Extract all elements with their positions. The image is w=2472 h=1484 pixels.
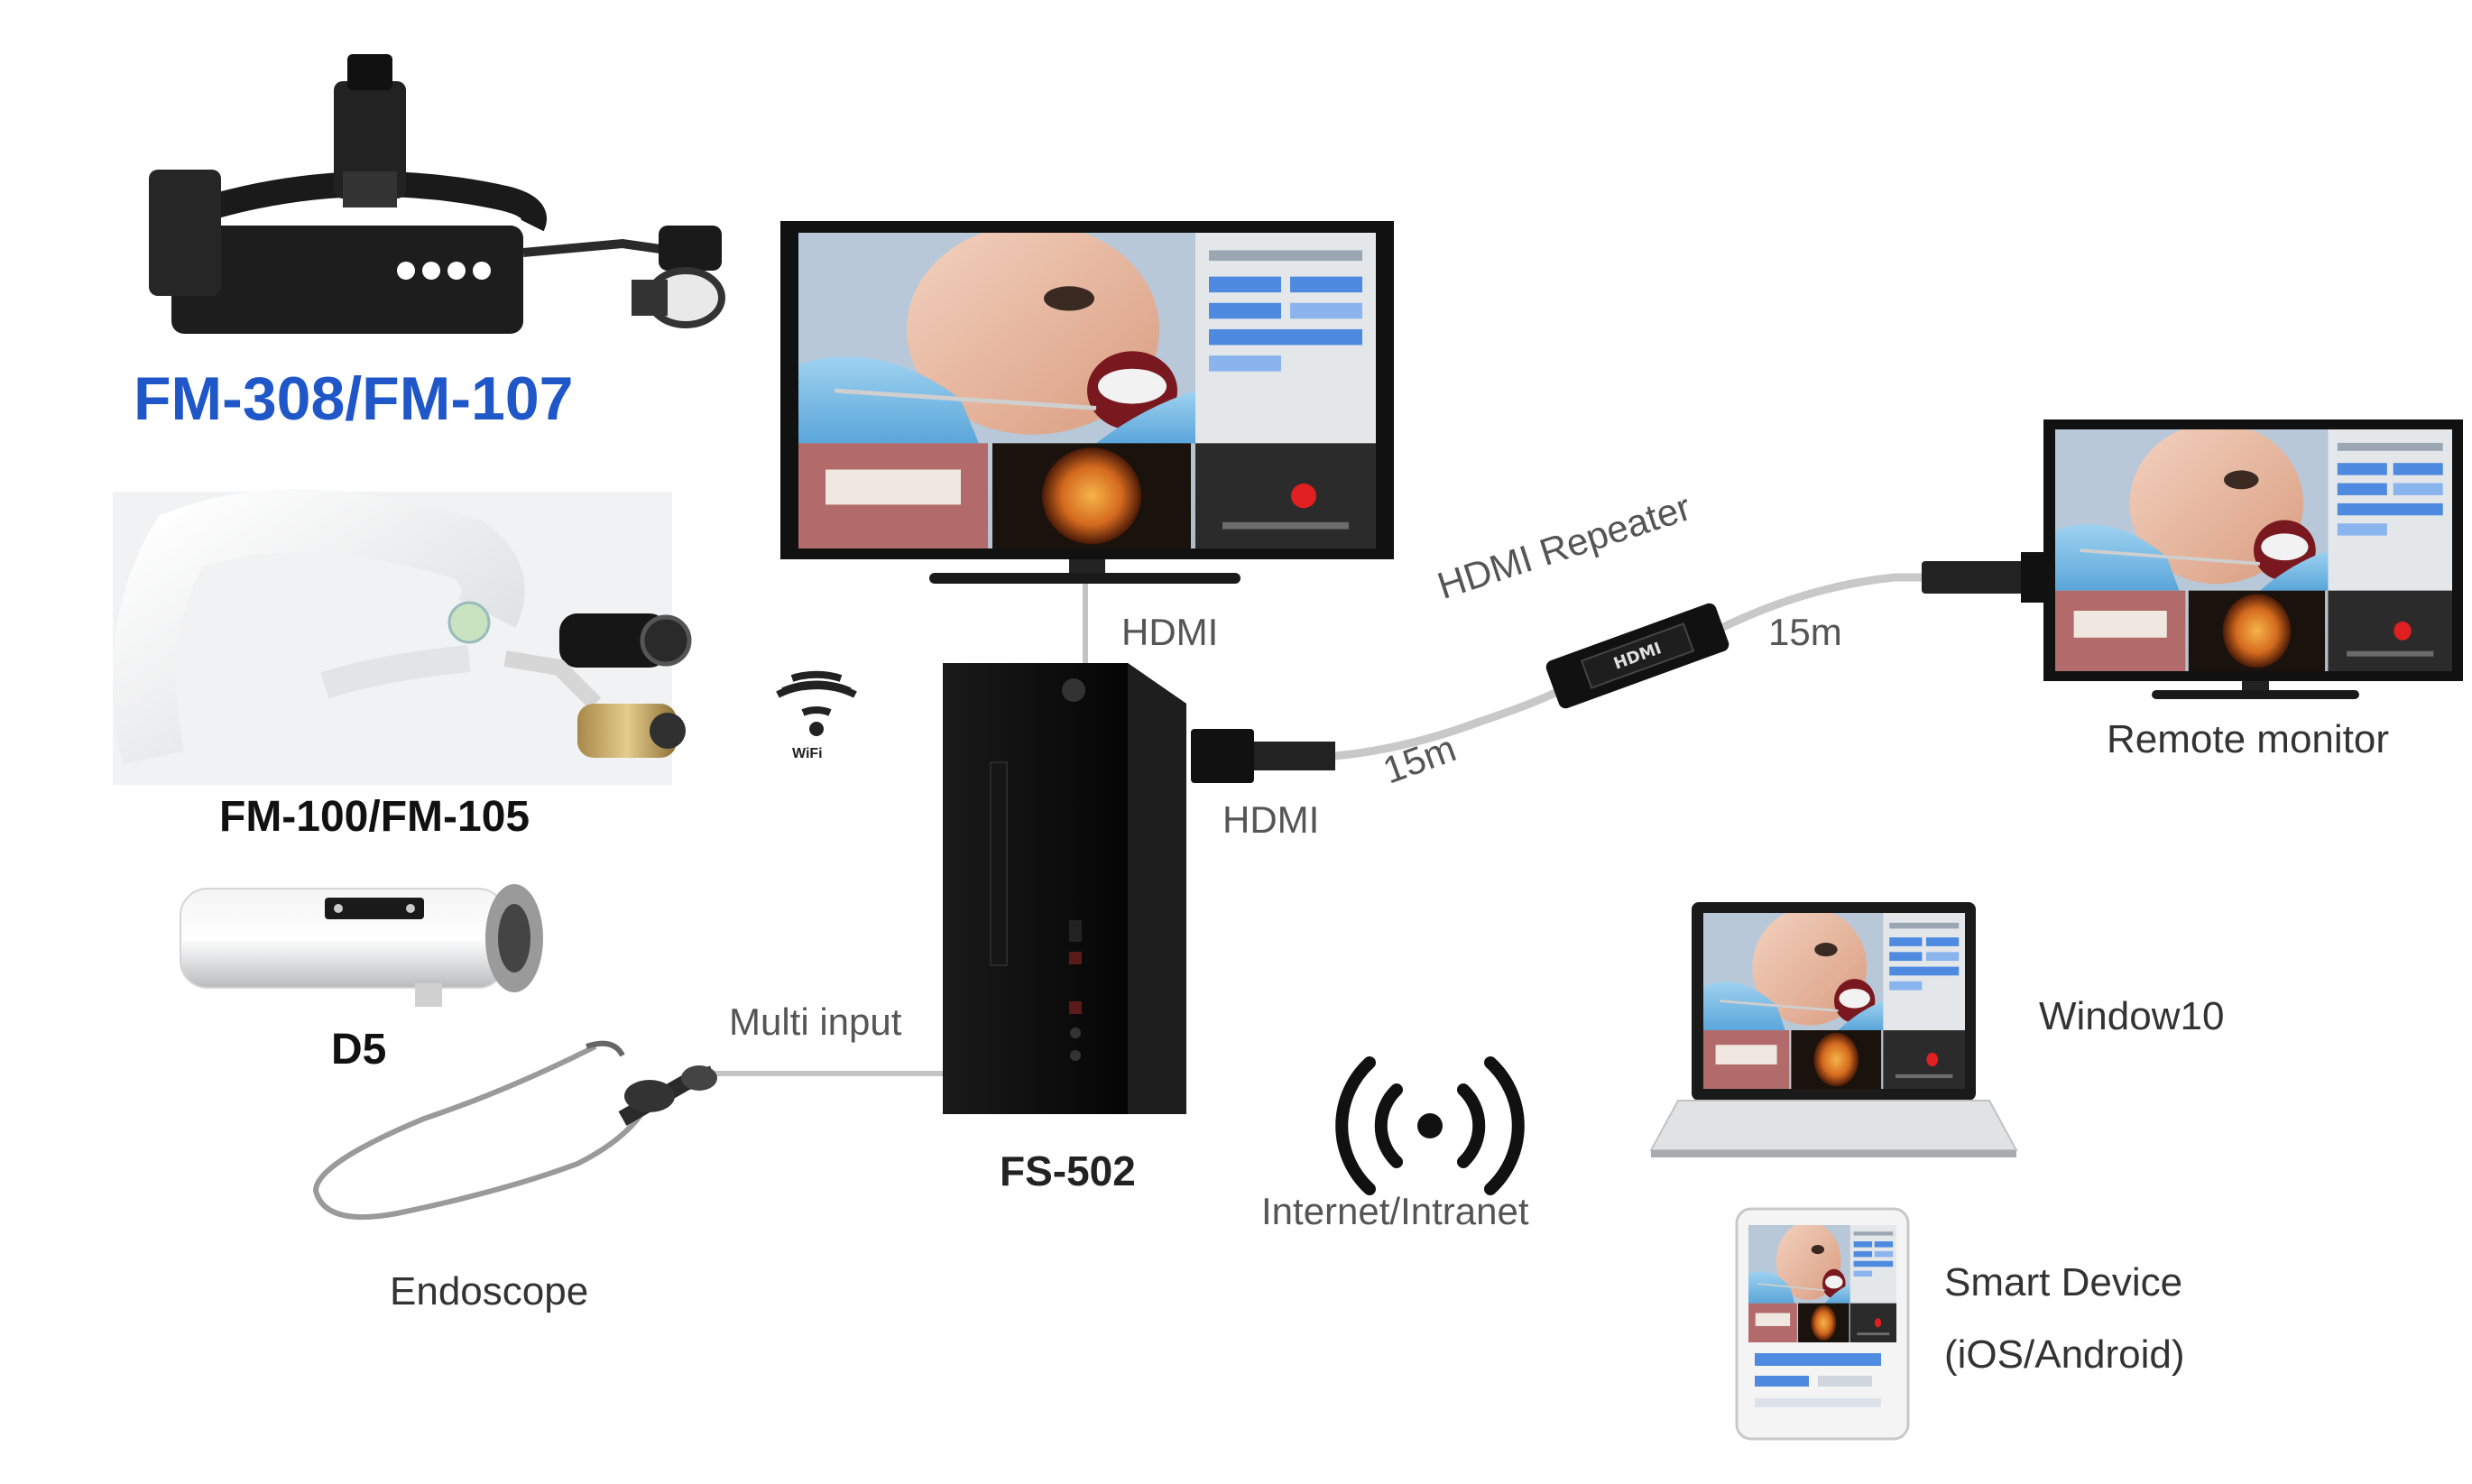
d5-camera-illustration <box>180 884 543 1007</box>
fs502-label: FS-502 <box>1000 1148 1136 1194</box>
fs502-pc-tower <box>943 663 1186 1114</box>
smart-device-label-line2: (iOS/Android) <box>1944 1332 2185 1377</box>
hdmi-side-label: HDMI <box>1222 798 1320 841</box>
endoscope-illustration <box>312 1040 717 1221</box>
wifi-label: WiFi <box>792 746 823 761</box>
multi-input-label: Multi input <box>729 1000 902 1043</box>
endoscope-label: Endoscope <box>390 1269 589 1313</box>
network-label: Internet/Intranet <box>1261 1190 1529 1232</box>
remote-monitor <box>2043 419 2463 699</box>
fm100-label: FM-100/FM-105 <box>219 793 530 841</box>
laptop-windows <box>1649 902 2018 1157</box>
broadcast-icon <box>1335 1056 1525 1195</box>
cable-length-b: 15m <box>1768 611 1842 653</box>
wifi-icon <box>776 670 857 736</box>
fm308-headset-illustration <box>149 54 725 334</box>
fm100-headset-illustration <box>113 489 692 785</box>
fm308-label: FM-308/FM-107 <box>134 364 574 433</box>
main-monitor <box>780 221 1394 584</box>
smart-device-label-line1: Smart Device <box>1944 1260 2183 1304</box>
d5-label: D5 <box>331 1026 387 1074</box>
remote-monitor-label: Remote monitor <box>2107 717 2390 761</box>
windows-label: Window10 <box>2039 994 2225 1038</box>
smart-device-tablet <box>1735 1207 1910 1441</box>
hdmi-top-label: HDMI <box>1121 611 1219 653</box>
